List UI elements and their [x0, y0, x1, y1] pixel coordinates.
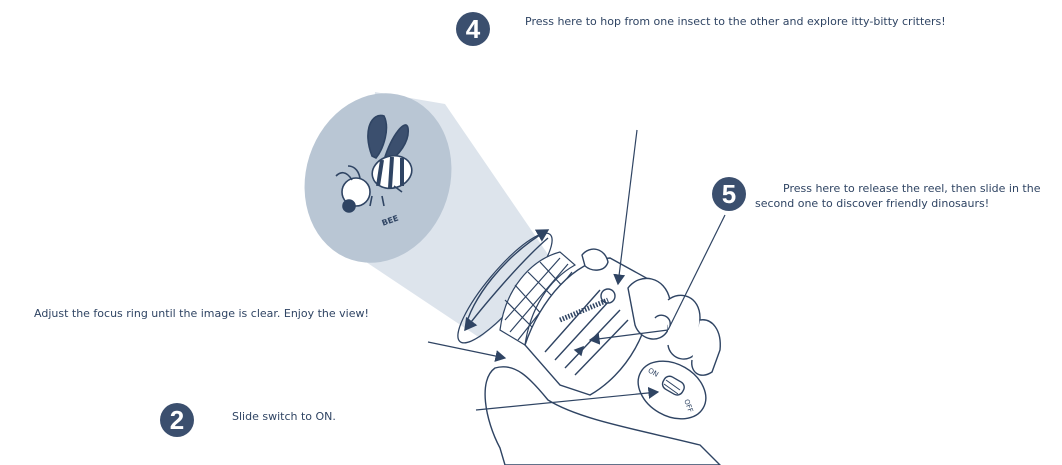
- hand: [484, 277, 721, 465]
- step-2-badge: 2: [160, 403, 194, 437]
- step-2-pointer: [475, 386, 660, 411]
- step-5-number: 5: [721, 178, 737, 209]
- step-5-text-line1: Press here to release the reel, then sli…: [783, 182, 1041, 195]
- focus-ring-text: Adjust the focus ring until the image is…: [34, 307, 369, 320]
- step-4-badge: 4: [456, 12, 490, 46]
- focus-pointer: [427, 341, 507, 362]
- step-5-badge: 5: [712, 177, 746, 211]
- step-2-number: 2: [169, 404, 185, 435]
- focus-ring: [499, 251, 577, 346]
- step-5-pointer-line: [667, 214, 726, 331]
- step-5-pointer: [588, 329, 669, 345]
- power-switch: [637, 360, 707, 420]
- step-5-text-line2: second one to discover friendly dinosaur…: [755, 197, 990, 210]
- step-2-text: Slide switch to ON.: [232, 410, 336, 423]
- focus-arrow-bottom: [464, 237, 549, 332]
- step-4-pointer: [613, 129, 638, 286]
- projector-body: [524, 248, 652, 396]
- step-4-text: Press here to hop from one insect to the…: [525, 15, 946, 28]
- step-4-number: 4: [465, 13, 481, 44]
- bee-icon: [335, 114, 413, 213]
